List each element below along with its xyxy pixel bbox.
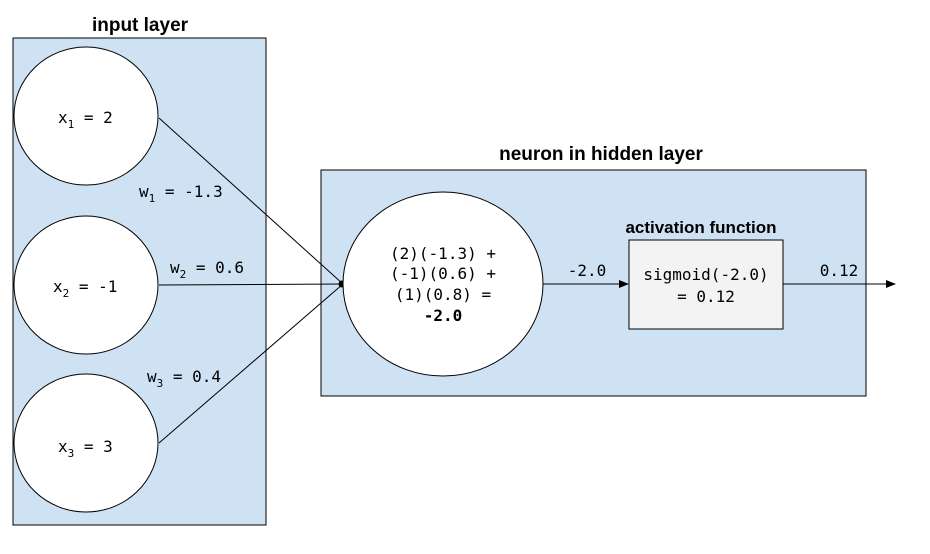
weight-var: w bbox=[170, 258, 180, 277]
weight-var: w bbox=[139, 182, 149, 201]
input-layer-title: input layer bbox=[92, 15, 189, 36]
input-var: x bbox=[58, 437, 68, 456]
weight-label-w2: w2 = 0.6 bbox=[170, 258, 244, 281]
edge-x2-to-neuron bbox=[158, 283, 344, 286]
input-subscript: 1 bbox=[68, 118, 75, 131]
hidden-layer-title: neuron in hidden layer bbox=[499, 144, 703, 165]
weight-value: = -1.3 bbox=[155, 182, 222, 201]
neuron-sum-line-1: (2)(-1.3) + bbox=[390, 244, 496, 263]
input-node-circle bbox=[13, 215, 159, 355]
weight-label-w1: w1 = -1.3 bbox=[139, 182, 223, 205]
neuron-sum-line-3: (1)(0.8) = bbox=[395, 285, 491, 304]
input-node-x1: x1 = 2 bbox=[13, 46, 159, 186]
edge-x1-to-neuron bbox=[158, 117, 344, 285]
hidden-neuron: (2)(-1.3) + (-1)(0.6) + (1)(0.8) = -2.0 bbox=[342, 191, 544, 377]
input-node-x3: x3 = 3 bbox=[13, 373, 159, 513]
input-var: x bbox=[58, 108, 68, 127]
input-subscript: 3 bbox=[68, 447, 75, 460]
weight-subscript: 2 bbox=[180, 268, 187, 281]
weight-subscript: 3 bbox=[157, 377, 164, 390]
weighted-sum-label: -2.0 bbox=[568, 261, 607, 280]
input-node-label: x2 = -1 bbox=[53, 277, 117, 300]
activation-line-1: sigmoid(-2.0) bbox=[643, 265, 768, 284]
weight-subscript: 1 bbox=[149, 192, 156, 205]
input-node-label: x1 = 2 bbox=[58, 108, 113, 131]
input-node-label: x3 = 3 bbox=[58, 437, 113, 460]
activation-function-box bbox=[628, 239, 784, 330]
weight-value: = 0.4 bbox=[163, 367, 221, 386]
output-value-label: 0.12 bbox=[820, 261, 859, 280]
weight-label-w3: w3 = 0.4 bbox=[147, 367, 221, 390]
neuron-sum-line-2: (-1)(0.6) + bbox=[390, 264, 496, 283]
input-node-x2: x2 = -1 bbox=[13, 215, 159, 355]
edge-x3-to-neuron bbox=[158, 283, 344, 444]
input-subscript: 2 bbox=[63, 287, 70, 300]
input-node-circle bbox=[13, 46, 159, 186]
input-value: = -1 bbox=[69, 277, 117, 296]
input-node-circle bbox=[13, 373, 159, 513]
activation-function-title: activation function bbox=[625, 218, 776, 237]
weight-var: w bbox=[147, 367, 157, 386]
activation-line-2: = 0.12 bbox=[677, 287, 735, 306]
neuron-sum-result: -2.0 bbox=[424, 306, 463, 325]
weight-value: = 0.6 bbox=[186, 258, 244, 277]
input-value: = 3 bbox=[74, 437, 113, 456]
hidden-neuron-circle bbox=[342, 191, 544, 377]
input-value: = 2 bbox=[74, 108, 113, 127]
input-var: x bbox=[53, 277, 63, 296]
